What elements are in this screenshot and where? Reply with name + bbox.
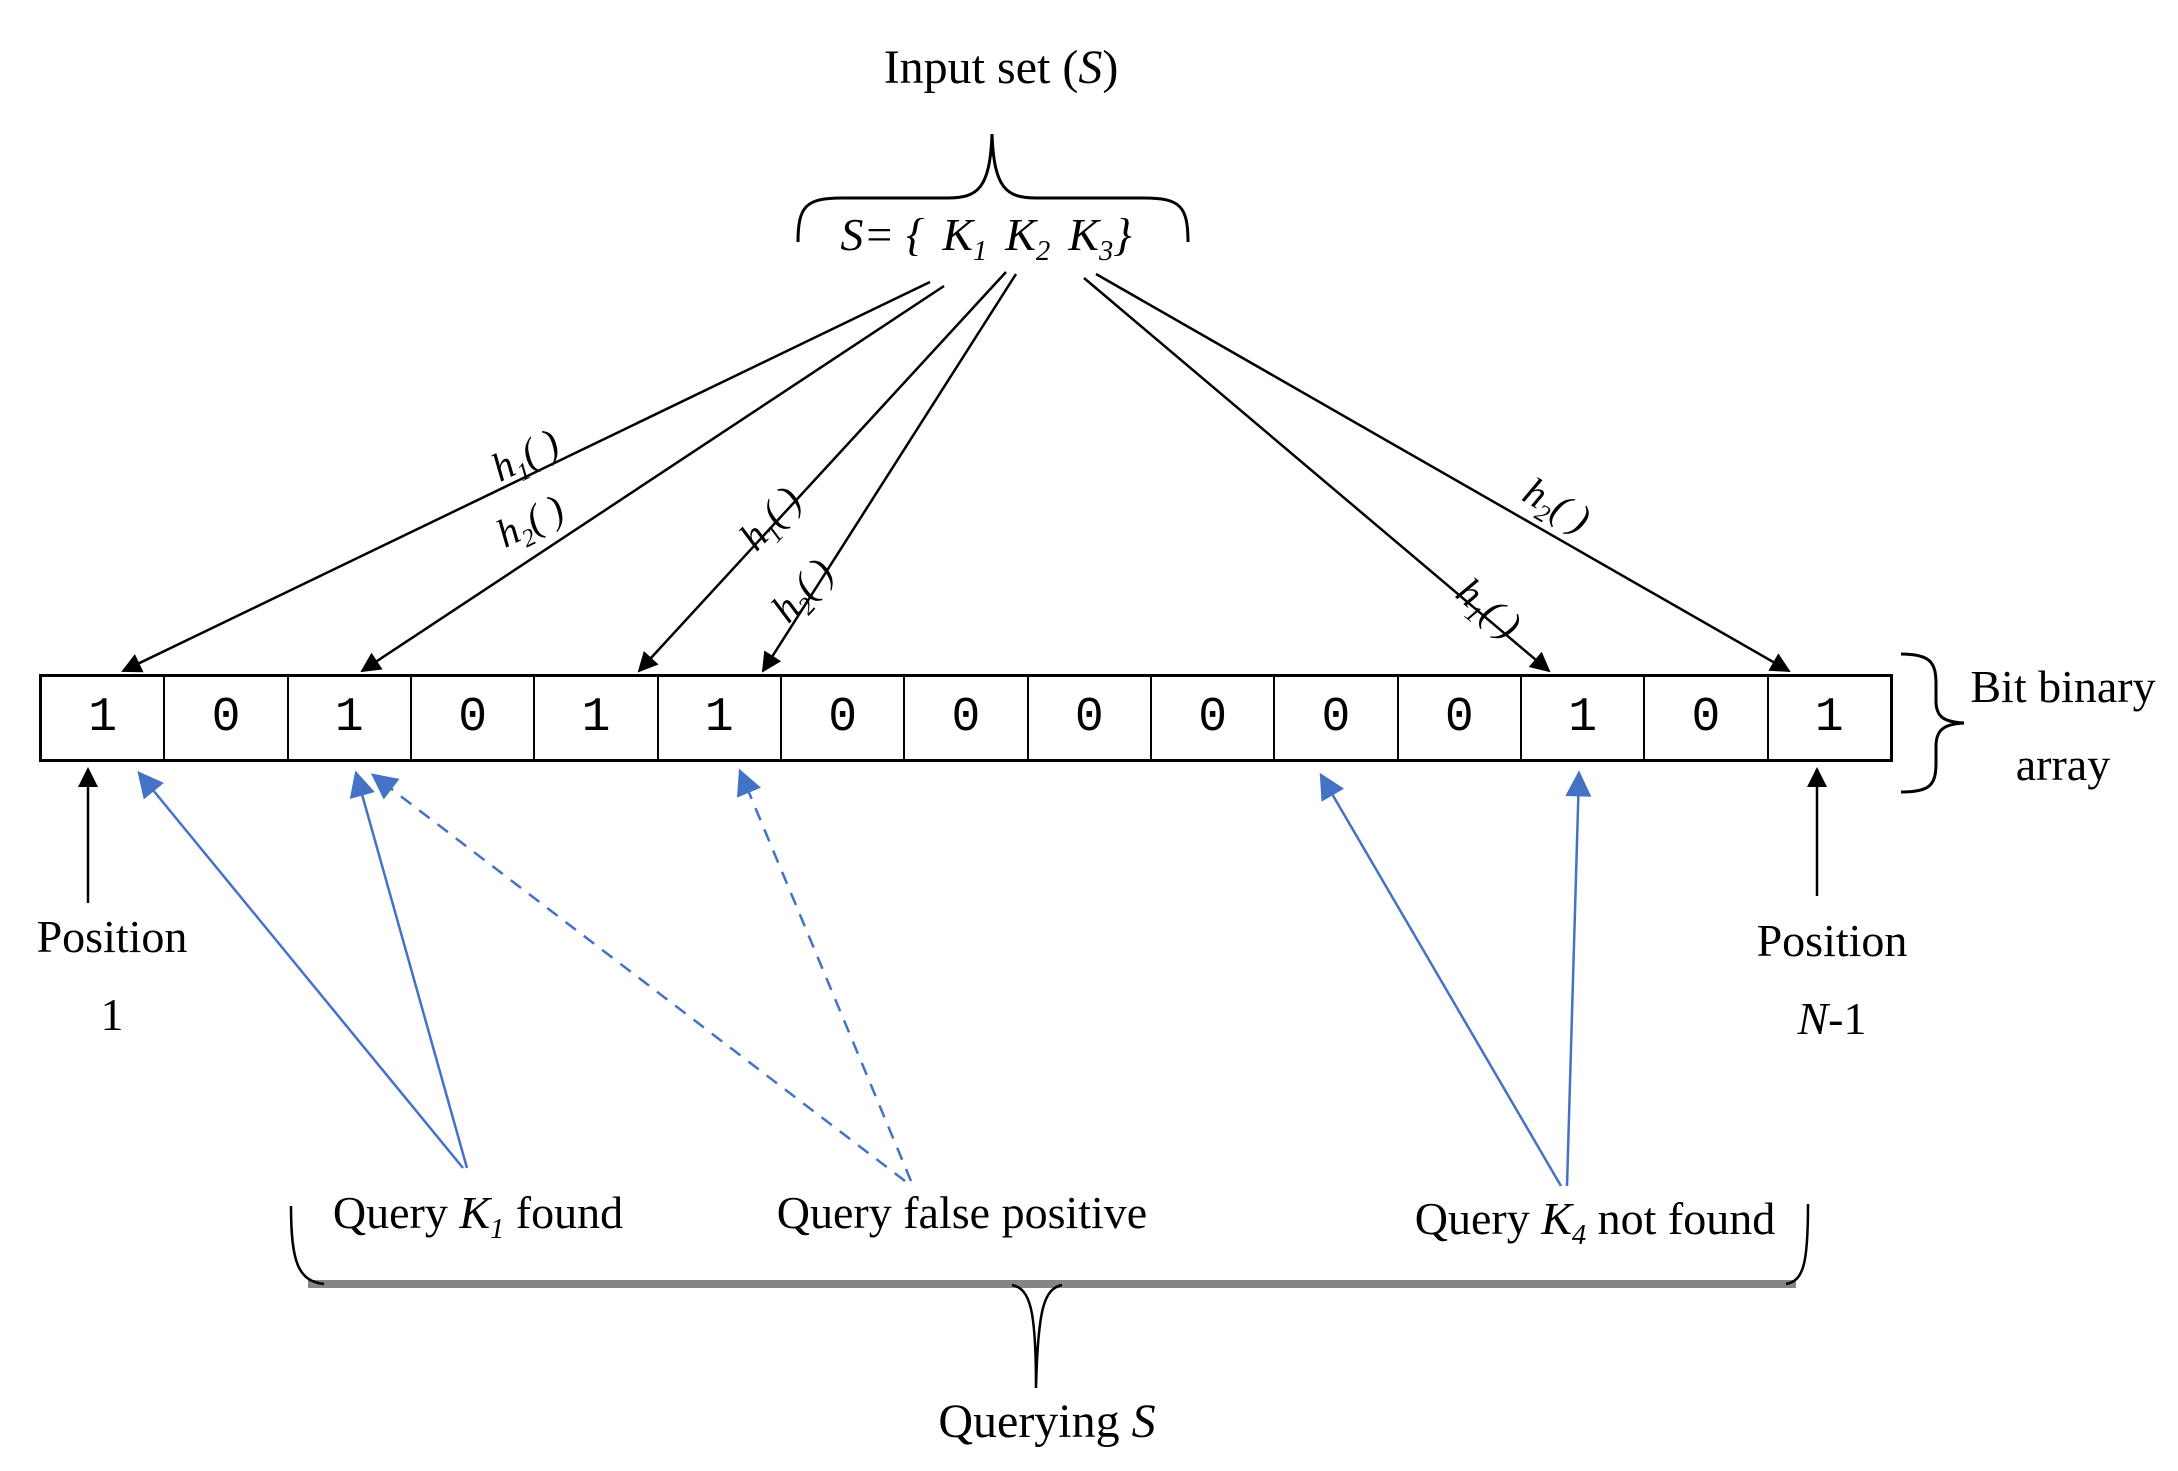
hash-arrow-k2-h1 [637,271,1007,673]
querying-brace-right-curl [1785,1203,1810,1286]
querying-brace-left-curl [289,1205,325,1286]
bit-cell: 0 [1643,677,1766,759]
bit-cell: 0 [1396,677,1520,759]
set-element-k2: K2 [1005,209,1051,268]
query-false-positive-arrow-a [370,773,906,1182]
bit-cell: 0 [779,677,903,759]
bit-cell: 1 [88,691,118,745]
bit-cell: 0 [903,677,1026,759]
input-set-title: Input set (S) [883,41,1119,94]
bit-cell: 0 [1026,677,1150,759]
query-k4-label: Query K4 not found [1414,1193,1776,1252]
query-k1-label: Query K1 found [332,1187,624,1246]
bit-cell: 1 [1519,677,1643,759]
hash-arrow-k1-h2 [360,284,945,673]
bit-array-brace [1900,652,1965,794]
query-false-positive-label: Query false positive [776,1187,1148,1238]
query-false-positive-arrow-b [737,768,913,1182]
bit-cell: 0 [1273,677,1396,759]
query-k1-arrow-a [137,770,464,1169]
bit-cell: 0 [1149,677,1273,759]
bit-cell: 1 [533,677,656,759]
bit-cell: 1 [1766,677,1890,759]
set-element-k1: K1 [942,209,988,268]
query-k4-arrow-a [1319,772,1563,1187]
bit-cell: 0 [163,677,286,759]
hash-arrow-k3-h1 [1083,277,1551,673]
bit-cell: 1 [286,677,410,759]
hash-arrow-k1-h1 [121,280,931,673]
querying-brace-center-spike [1011,1283,1063,1389]
hash-arrow-k2-h2 [761,273,1018,673]
querying-s-label: Querying S [938,1395,1156,1448]
query-k1-arrow-b [349,770,469,1169]
bit-cell: 1 [656,677,780,759]
bit-array: 1 0 1 0 1 1 0 0 0 0 0 0 1 0 1 [39,674,1893,762]
bit-cell: 0 [409,677,533,759]
set-element-k3: K3 [1068,209,1114,268]
query-k4-arrow-b [1565,770,1592,1187]
hash-arrow-k3-h2 [1095,272,1791,673]
input-set-brace [796,133,1190,243]
